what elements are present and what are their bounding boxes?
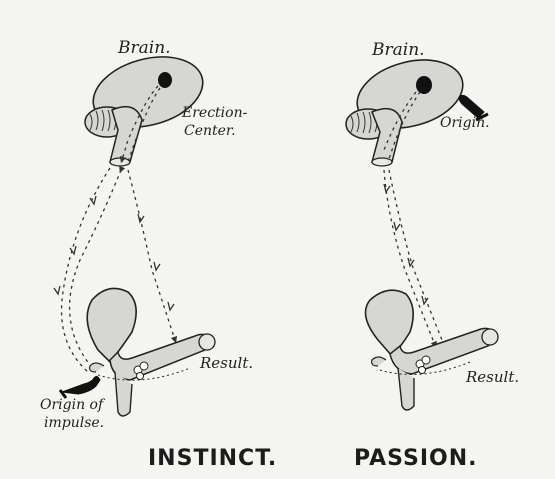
right-origin-dot bbox=[416, 76, 432, 94]
left-bladder bbox=[87, 288, 136, 362]
pointing-hand-icon bbox=[60, 376, 100, 398]
right-result-label: Result. bbox=[466, 370, 519, 386]
erection-center-label-line1: Erection- bbox=[182, 106, 247, 121]
right-bladder bbox=[366, 290, 414, 356]
origin-of-impulse-line2: impulse. bbox=[44, 416, 104, 431]
right-brain-label: Brain. bbox=[372, 42, 425, 60]
right-arrow-ticks bbox=[384, 184, 428, 304]
origin-of-impulse-line1: Origin of bbox=[40, 398, 103, 413]
left-brain-label: Brain. bbox=[118, 40, 171, 58]
erection-center-label-line2: Center. bbox=[184, 124, 236, 139]
instinct-caption: INSTINCT. bbox=[148, 446, 277, 471]
right-origin-label: Origin. bbox=[440, 116, 490, 131]
left-result-label: Result. bbox=[200, 356, 253, 372]
left-erection-center-dot bbox=[158, 72, 172, 88]
passion-caption: PASSION. bbox=[354, 446, 478, 471]
